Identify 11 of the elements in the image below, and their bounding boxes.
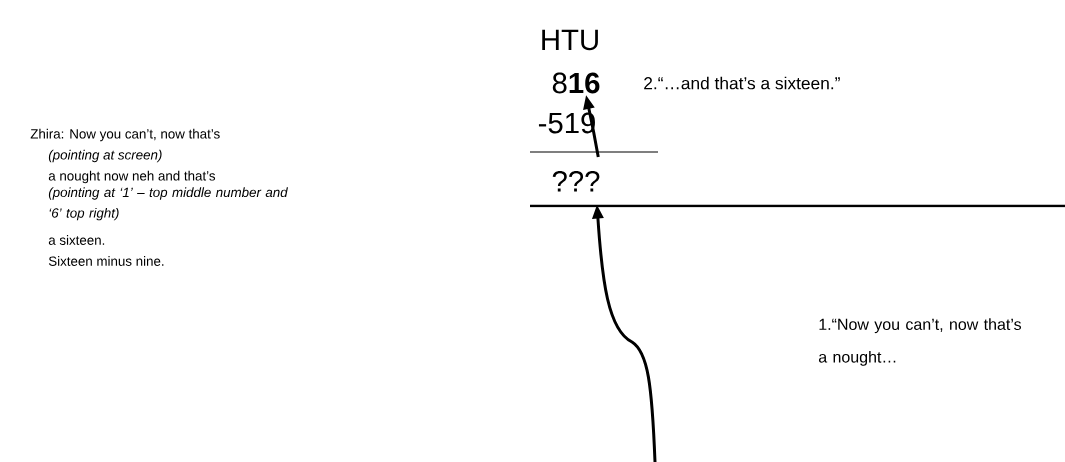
label: (pointing at screen) (48, 149, 162, 163)
label: Sixteen minus nine. (48, 256, 164, 266)
label: Zhira: Now you can’t, now that’s (30, 128, 220, 142)
label: a sixteen. (48, 235, 105, 245)
number: 816 (552, 72, 600, 94)
label: 2.“…and that’s a sixteen.” (644, 76, 840, 90)
label: (pointing at ‘1’ – top middle number and ‘6’ top right) (48, 187, 288, 221)
label: HTU (542, 29, 598, 51)
label: a nought now neh and that’s (48, 170, 216, 184)
answer-digits: ??? (552, 170, 600, 192)
label: 1.“Now you can’t, now that’s a nought… (818, 318, 1022, 366)
